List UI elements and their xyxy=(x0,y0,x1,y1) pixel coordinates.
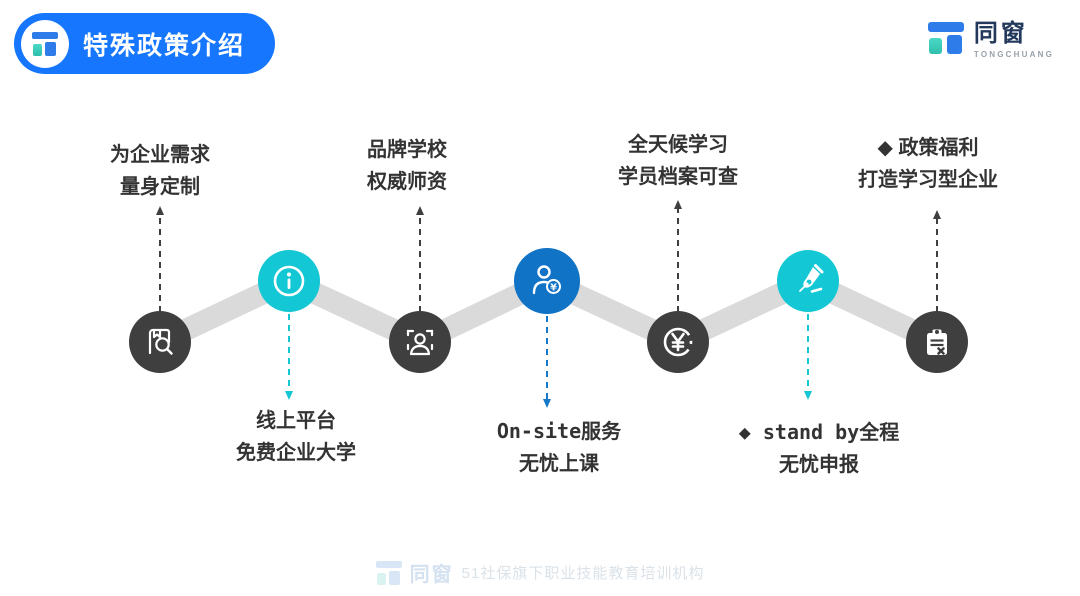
book-search-icon xyxy=(148,328,173,355)
clipboard-icon xyxy=(927,329,947,355)
node-custom-needs xyxy=(129,311,191,373)
badge-logo-circle xyxy=(21,19,69,68)
node-policy-benefit xyxy=(906,311,968,373)
pen-nib-icon xyxy=(799,264,824,293)
node-brand-school xyxy=(389,311,451,373)
footer-text: 51社保旗下职业技能教育培训机构 xyxy=(461,565,705,582)
label-brand-school: 品牌学校 权威师资 xyxy=(367,139,447,193)
page-title: 特殊政策介绍 xyxy=(83,31,246,60)
yen-circle-icon xyxy=(663,327,693,357)
node-all-day-learning xyxy=(647,311,709,373)
node-onsite-service: ¥ xyxy=(514,248,580,314)
page-title-badge: 特殊政策介绍 xyxy=(14,13,276,74)
footer: 同窗 51社保旗下职业技能教育培训机构 xyxy=(0,558,1080,587)
label-online-platform: 线上平台 免费企业大学 xyxy=(236,410,356,464)
brand-name: 同窗 xyxy=(973,20,1028,47)
label-custom-needs: 为企业需求 量身定制 xyxy=(110,144,210,198)
node-online-platform xyxy=(258,250,320,312)
brand-logo: 同窗 TONGCHUANG xyxy=(927,20,1054,59)
face-scan-icon xyxy=(406,329,434,356)
info-icon xyxy=(273,265,305,297)
tongchuang-logo-icon xyxy=(32,31,58,56)
node-standby-support xyxy=(777,250,839,312)
tongchuang-logo-icon xyxy=(375,560,402,585)
brand-subtitle: TONGCHUANG xyxy=(973,50,1054,59)
label-all-day-learning: 全天候学习 学员档案可查 xyxy=(618,134,738,188)
footer-brand: 同窗 xyxy=(409,564,454,586)
label-policy-benefit: ◆ 政策福利 打造学习型企业 xyxy=(858,137,998,191)
svg-text:¥: ¥ xyxy=(550,282,557,293)
label-standby-support: ◆ stand by全程 无忧申报 xyxy=(738,420,900,476)
label-onsite-service: On-site服务 无忧上课 xyxy=(496,419,622,475)
tongchuang-logo-icon xyxy=(927,22,964,54)
person-yen-icon: ¥ xyxy=(532,265,561,295)
